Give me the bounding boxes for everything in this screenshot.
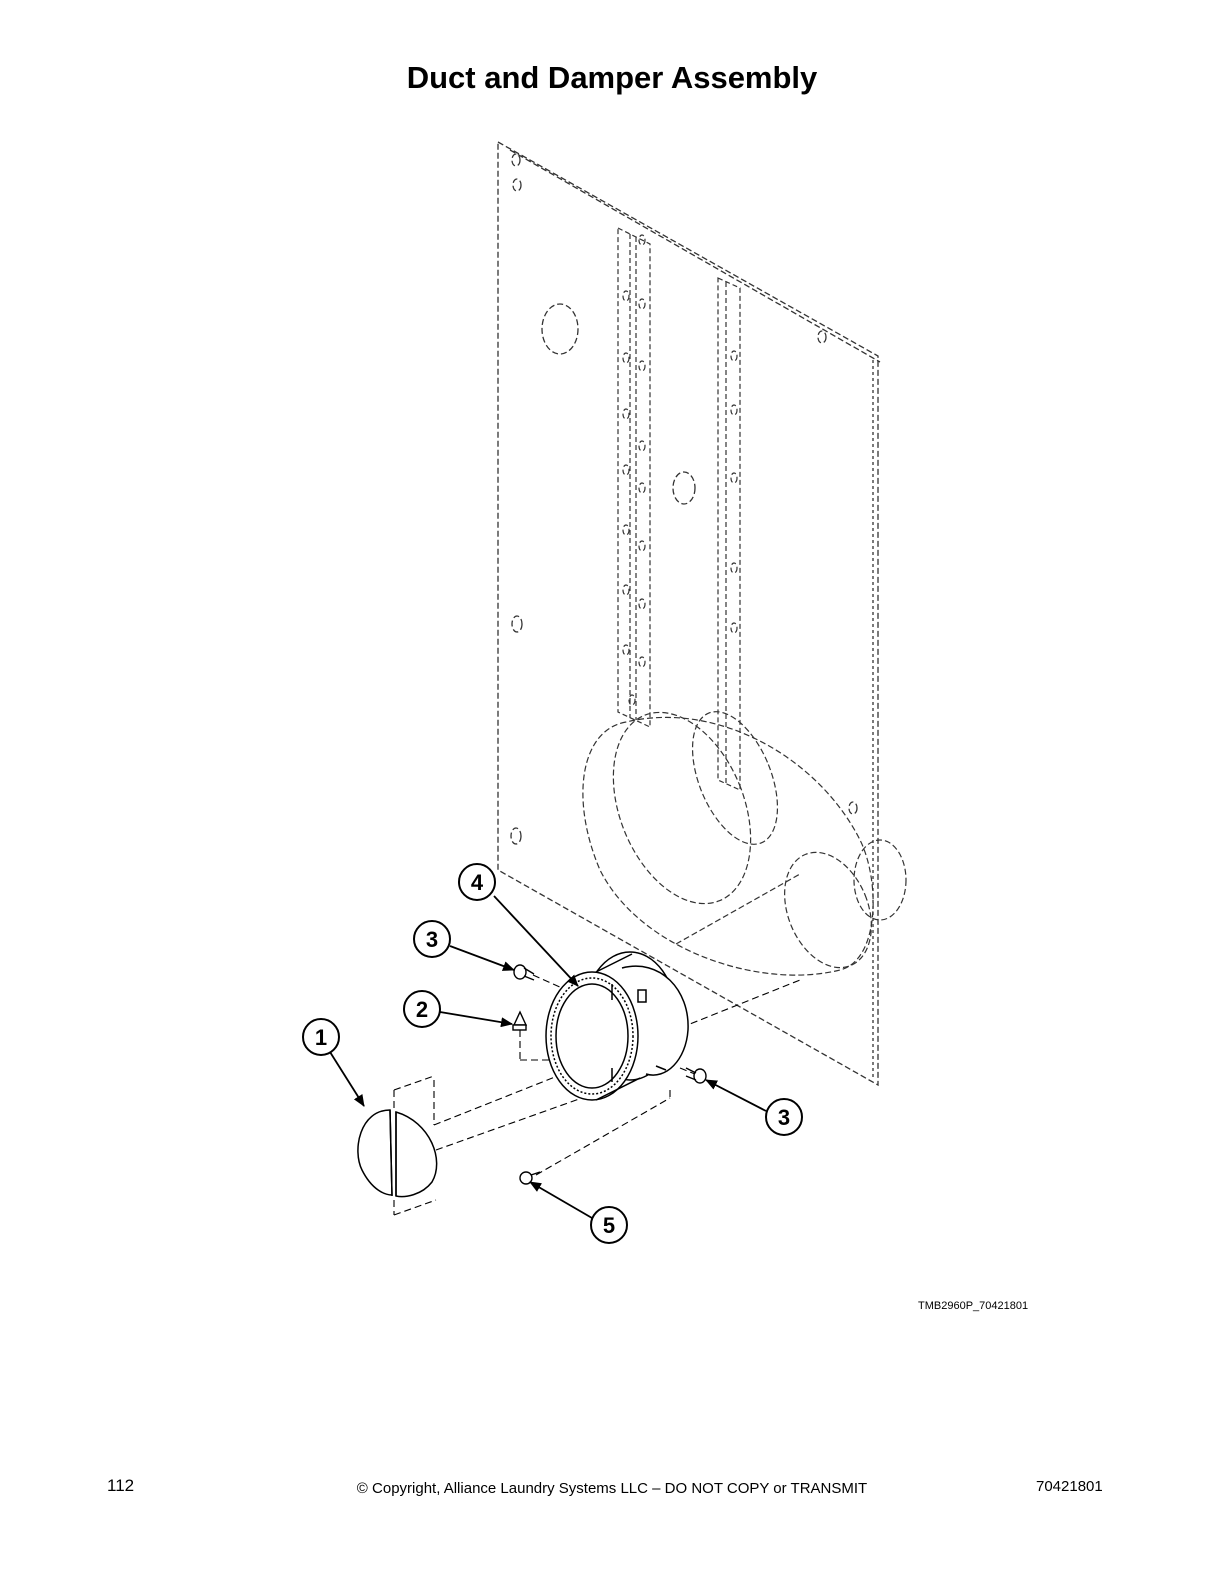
callout-5-label: 5	[603, 1213, 615, 1238]
leader-line-3-lower	[705, 1079, 767, 1112]
leader-line-5	[529, 1181, 593, 1219]
leader-line-2	[439, 1011, 513, 1028]
callout-3-lower: 3	[765, 1098, 803, 1136]
leader-line-4	[493, 895, 579, 987]
back-panel-phantom	[497, 140, 881, 1087]
callout-5: 5	[590, 1206, 628, 1244]
document-number: 70421801	[1036, 1478, 1103, 1495]
screw-lower	[685, 1067, 707, 1084]
callout-4-label: 4	[471, 870, 484, 895]
screw-bottom	[519, 1171, 541, 1185]
callout-4: 4	[458, 863, 496, 901]
left-channel-phantom	[617, 227, 651, 728]
callout-3-lower-label: 3	[778, 1105, 790, 1130]
leader-line-1	[329, 1051, 365, 1107]
drawing-id: TMB2960P_70421801	[918, 1300, 1029, 1312]
page-number: 112	[107, 1476, 135, 1495]
callout-1: 1	[302, 1018, 340, 1056]
damper-pin	[512, 1010, 528, 1031]
callout-3-upper-label: 3	[426, 927, 438, 952]
copyright-notice: © Copyright, Alliance Laundry Systems LL…	[356, 1480, 868, 1497]
leader-line-3-upper	[449, 945, 515, 971]
right-channel-phantom	[717, 277, 741, 791]
callout-1-label: 1	[315, 1025, 327, 1050]
screw-upper	[513, 964, 535, 981]
callout-2-label: 2	[416, 997, 428, 1022]
leader-lines	[329, 895, 767, 1219]
duct-ring	[545, 951, 689, 1101]
duct-collar-phantom	[582, 711, 907, 976]
page-title: Duct and Damper Assembly	[406, 60, 818, 95]
callout-2: 2	[403, 990, 441, 1028]
callout-3-upper: 3	[413, 920, 451, 958]
damper-disc	[357, 1109, 438, 1198]
